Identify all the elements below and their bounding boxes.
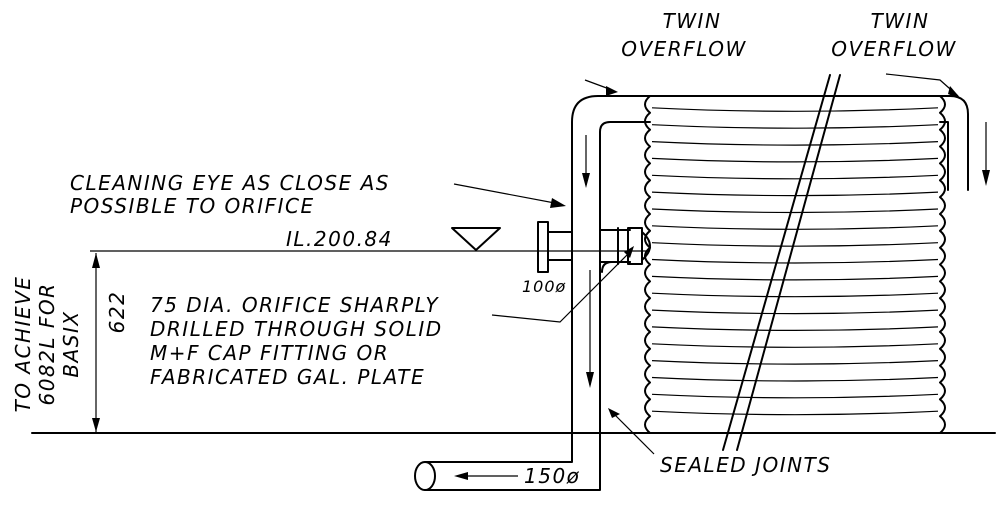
leader-lines [453, 73, 962, 455]
break-line-1 [722, 74, 831, 451]
leader-orifice-arrowhead-icon [624, 246, 634, 258]
outlet-flow-arrowhead-icon [454, 472, 468, 480]
right-overflow-pipe [939, 95, 990, 191]
orifice-label-line4: FABRICATED GAL. PLATE [150, 365, 425, 389]
leader-right-overflow-arrowhead-icon [948, 86, 962, 100]
pipe-diameter-150-label: 150ø [524, 464, 580, 488]
leader-sealed-joints-arrowhead-icon [608, 408, 620, 418]
side-note-line1: TO ACHIEVE [11, 276, 35, 413]
tank-rib [651, 292, 939, 298]
cleaning-eye-label-line2: POSSIBLE TO ORIFICE [70, 194, 315, 218]
tank-ribs [651, 107, 939, 416]
orifice-label-line3: M+F CAP FITTING OR [150, 341, 389, 365]
tank-rib [651, 309, 939, 315]
tank-rib [651, 376, 939, 382]
left-overflow-pipe [571, 95, 651, 434]
outlet-pipe-end [414, 461, 436, 491]
right-flow-arrowhead-icon [982, 170, 990, 186]
orifice-fitting [599, 227, 651, 265]
overflow-right-label-line1: TWIN [871, 9, 930, 33]
cleaning-eye-label-line1: CLEANING EYE AS CLOSE AS [70, 171, 390, 195]
cleaning-eye [537, 221, 573, 273]
overflow-left-label-line2: OVERFLOW [621, 37, 747, 61]
leader-sealed-joints [611, 411, 655, 455]
cleaning-eye-body [547, 231, 573, 261]
height-dimension-label-wrap: 622 [105, 291, 129, 334]
water-level-marker-icon [451, 227, 501, 251]
tank-rib [651, 174, 939, 180]
side-note-line2: 6082L FOR [35, 282, 59, 405]
branch-elbow [601, 261, 631, 273]
right-overflow-pipe-inner [939, 121, 949, 191]
tank-rib [651, 258, 939, 264]
orifice-label-line2: DRILLED THROUGH SOLID [150, 317, 443, 341]
dimension-arrow-bottom-icon [92, 418, 100, 432]
side-note: TO ACHIEVE 6082L FOR BASIX [11, 276, 83, 413]
height-dimension-label: 622 [105, 291, 129, 334]
outlet-pipe [414, 432, 601, 491]
leader-right-overflow [885, 73, 959, 97]
orifice-label-line1: 75 DIA. ORIFICE SHARPLY [150, 293, 439, 317]
outlet-pipe-top [424, 432, 573, 463]
leader-cleaning-eye [453, 183, 561, 205]
tank-rib [651, 208, 939, 214]
dimension-arrow-top-icon [92, 253, 100, 268]
tank-rib [651, 107, 939, 112]
overflow-flow-arrowhead-icon [582, 173, 590, 188]
leader-orifice [491, 251, 631, 323]
height-dimension [92, 253, 100, 432]
cleaning-eye-cap [537, 221, 549, 273]
tank-rib [651, 275, 939, 281]
overflow-left-label-line1: TWIN [663, 9, 722, 33]
tank-rib [651, 360, 939, 365]
orifice-dome [641, 231, 651, 261]
leader-left-overflow-arrowhead-icon [606, 86, 618, 96]
tank-rib [651, 343, 939, 348]
tank-rib [651, 326, 939, 331]
tank-left-wall [644, 95, 651, 434]
corrugated-tank [644, 74, 946, 451]
left-overflow-pipe-outer [571, 95, 651, 434]
orifice-cap [627, 227, 643, 265]
tank-rib [651, 141, 939, 146]
outlet-pipe-bottom [424, 432, 601, 491]
invert-level-label: IL.200.84 [286, 227, 393, 251]
sealed-joints-label: SEALED JOINTS [660, 453, 831, 477]
pipe-diameter-100-label: 100ø [522, 277, 566, 296]
overflow-right-label-line2: OVERFLOW [831, 37, 957, 61]
break-line-2 [736, 74, 841, 451]
side-note-line3: BASIX [59, 310, 83, 377]
tank-rib [651, 410, 939, 416]
right-overflow-pipe-outer [939, 95, 969, 191]
tank-rib [651, 157, 939, 163]
down-flow-arrowhead-icon [586, 372, 594, 388]
tank-rib [651, 242, 939, 247]
tank-right-wall [939, 95, 946, 434]
leader-cleaning-eye-arrowhead-icon [550, 198, 566, 208]
tank-rib [651, 393, 939, 399]
tank-rib [651, 124, 939, 129]
left-overflow-pipe-inner [599, 121, 651, 434]
tank-rib [651, 225, 939, 230]
